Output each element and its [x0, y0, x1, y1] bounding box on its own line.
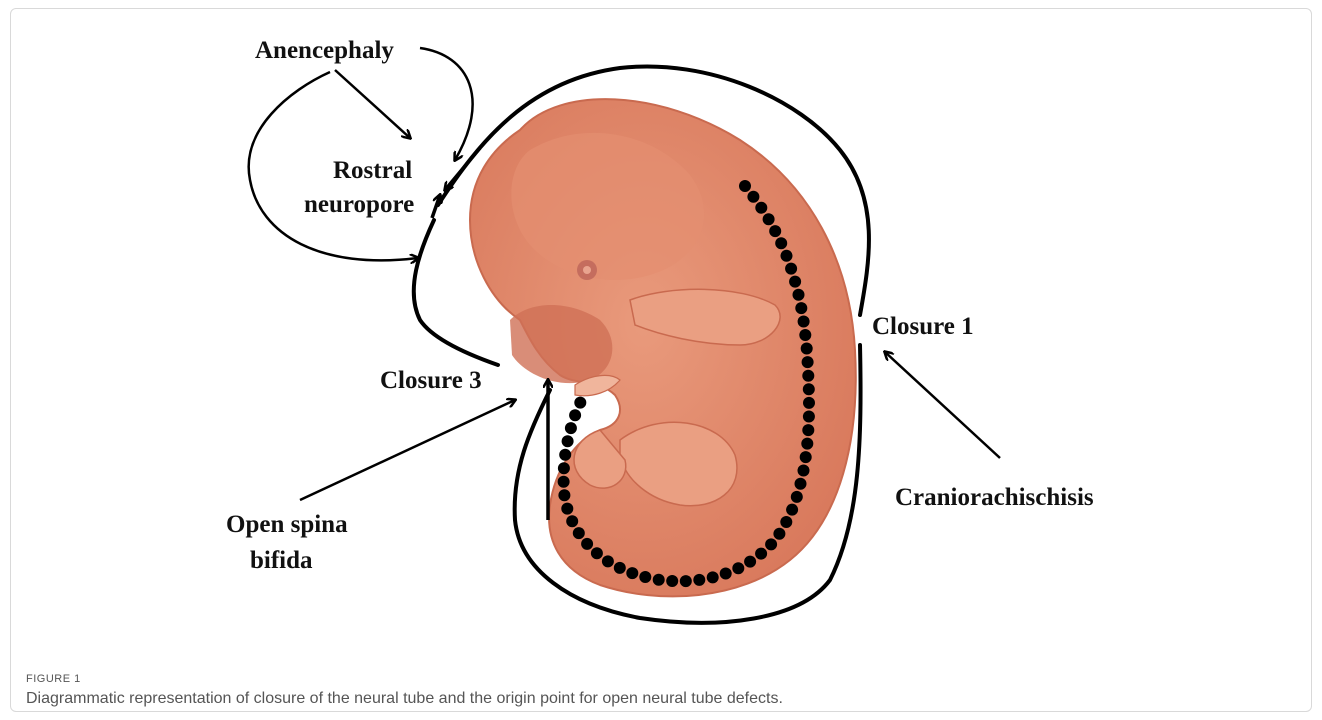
neural-tube-dot	[732, 562, 744, 574]
neural-tube-dot	[574, 397, 586, 409]
label-rostral-line1: Rostral	[333, 157, 412, 184]
neural-tube-dot	[791, 491, 803, 503]
neural-tube-dot	[781, 250, 793, 262]
neural-tube-dot	[639, 571, 651, 583]
neural-tube-diagram: Anencephaly Rostral neuropore Closure 3 …	[0, 0, 1322, 670]
arrow-anencephaly-to-rostral	[335, 70, 410, 138]
neural-tube-dot	[763, 213, 775, 225]
neural-tube-dot	[799, 329, 811, 341]
neural-tube-dot	[765, 538, 777, 550]
neural-tube-dot	[653, 574, 665, 586]
neural-tube-dot	[803, 411, 815, 423]
neural-tube-dot	[559, 449, 571, 461]
neural-tube-dot	[558, 489, 570, 501]
neural-tube-dot	[558, 476, 570, 488]
neural-tube-dot	[680, 575, 692, 587]
label-spina-line2: bifida	[250, 547, 313, 574]
neural-tube-dot	[795, 302, 807, 314]
neural-tube-dot	[614, 562, 626, 574]
label-anencephaly: Anencephaly	[255, 37, 394, 64]
figure-caption-label: FIGURE 1	[26, 673, 81, 685]
label-craniorachischisis: Craniorachischisis	[895, 484, 1094, 511]
neural-tube-dot	[780, 516, 792, 528]
arrow-anencephaly-curve-right	[420, 48, 473, 160]
neural-tube-dot	[798, 465, 810, 477]
neural-tube-dot	[666, 575, 678, 587]
neural-tube-dot	[566, 515, 578, 527]
neural-tube-dot	[720, 568, 732, 580]
neural-tube-dot	[798, 316, 810, 328]
neural-tube-dot	[802, 370, 814, 382]
label-closure3: Closure 3	[380, 367, 482, 394]
neural-tube-dot	[785, 263, 797, 275]
figure-caption-text: Diagrammatic representation of closure o…	[26, 690, 783, 708]
neural-tube-dot	[755, 548, 767, 560]
neural-tube-dot	[581, 538, 593, 550]
neural-tube-dot	[802, 424, 814, 436]
neural-tube-dot	[693, 574, 705, 586]
neural-tube-dot	[565, 422, 577, 434]
neural-tube-dot	[800, 451, 812, 463]
label-spina-line1: Open spina	[226, 511, 348, 538]
arrow-to-rostral-neuropore	[445, 148, 480, 190]
arrow-closure3	[300, 400, 515, 500]
neural-tube-dot	[803, 397, 815, 409]
neural-tube-dot	[793, 289, 805, 301]
neural-tube-dot	[744, 556, 756, 568]
neural-tube-dot	[769, 225, 781, 237]
arrow-closure1	[885, 352, 1000, 458]
label-rostral-line2: neuropore	[304, 191, 414, 218]
neural-tube-dot	[786, 504, 798, 516]
neural-tube-dot	[561, 503, 573, 515]
embryo	[470, 99, 856, 596]
neural-tube-dot	[803, 383, 815, 395]
neural-tube-dot	[569, 409, 581, 421]
neural-tube-dot	[775, 237, 787, 249]
neural-tube-dot	[802, 356, 814, 368]
neural-tube-dot	[739, 180, 751, 192]
neural-tube-dot	[801, 343, 813, 355]
neural-tube-dot	[626, 567, 638, 579]
neural-tube-dot	[591, 547, 603, 559]
neural-tube-dot	[558, 462, 570, 474]
neural-tube-dot	[747, 191, 759, 203]
neural-tube-dot	[801, 438, 813, 450]
neural-tube-dot	[755, 202, 767, 214]
neural-tube-dot	[707, 571, 719, 583]
neural-tube-dot	[602, 555, 614, 567]
neural-tube-dot	[773, 528, 785, 540]
neural-tube-dot	[789, 276, 801, 288]
label-closure1: Closure 1	[872, 313, 974, 340]
neural-tube-dot	[795, 478, 807, 490]
neural-tube-dot	[573, 527, 585, 539]
neural-tube-dot	[562, 435, 574, 447]
